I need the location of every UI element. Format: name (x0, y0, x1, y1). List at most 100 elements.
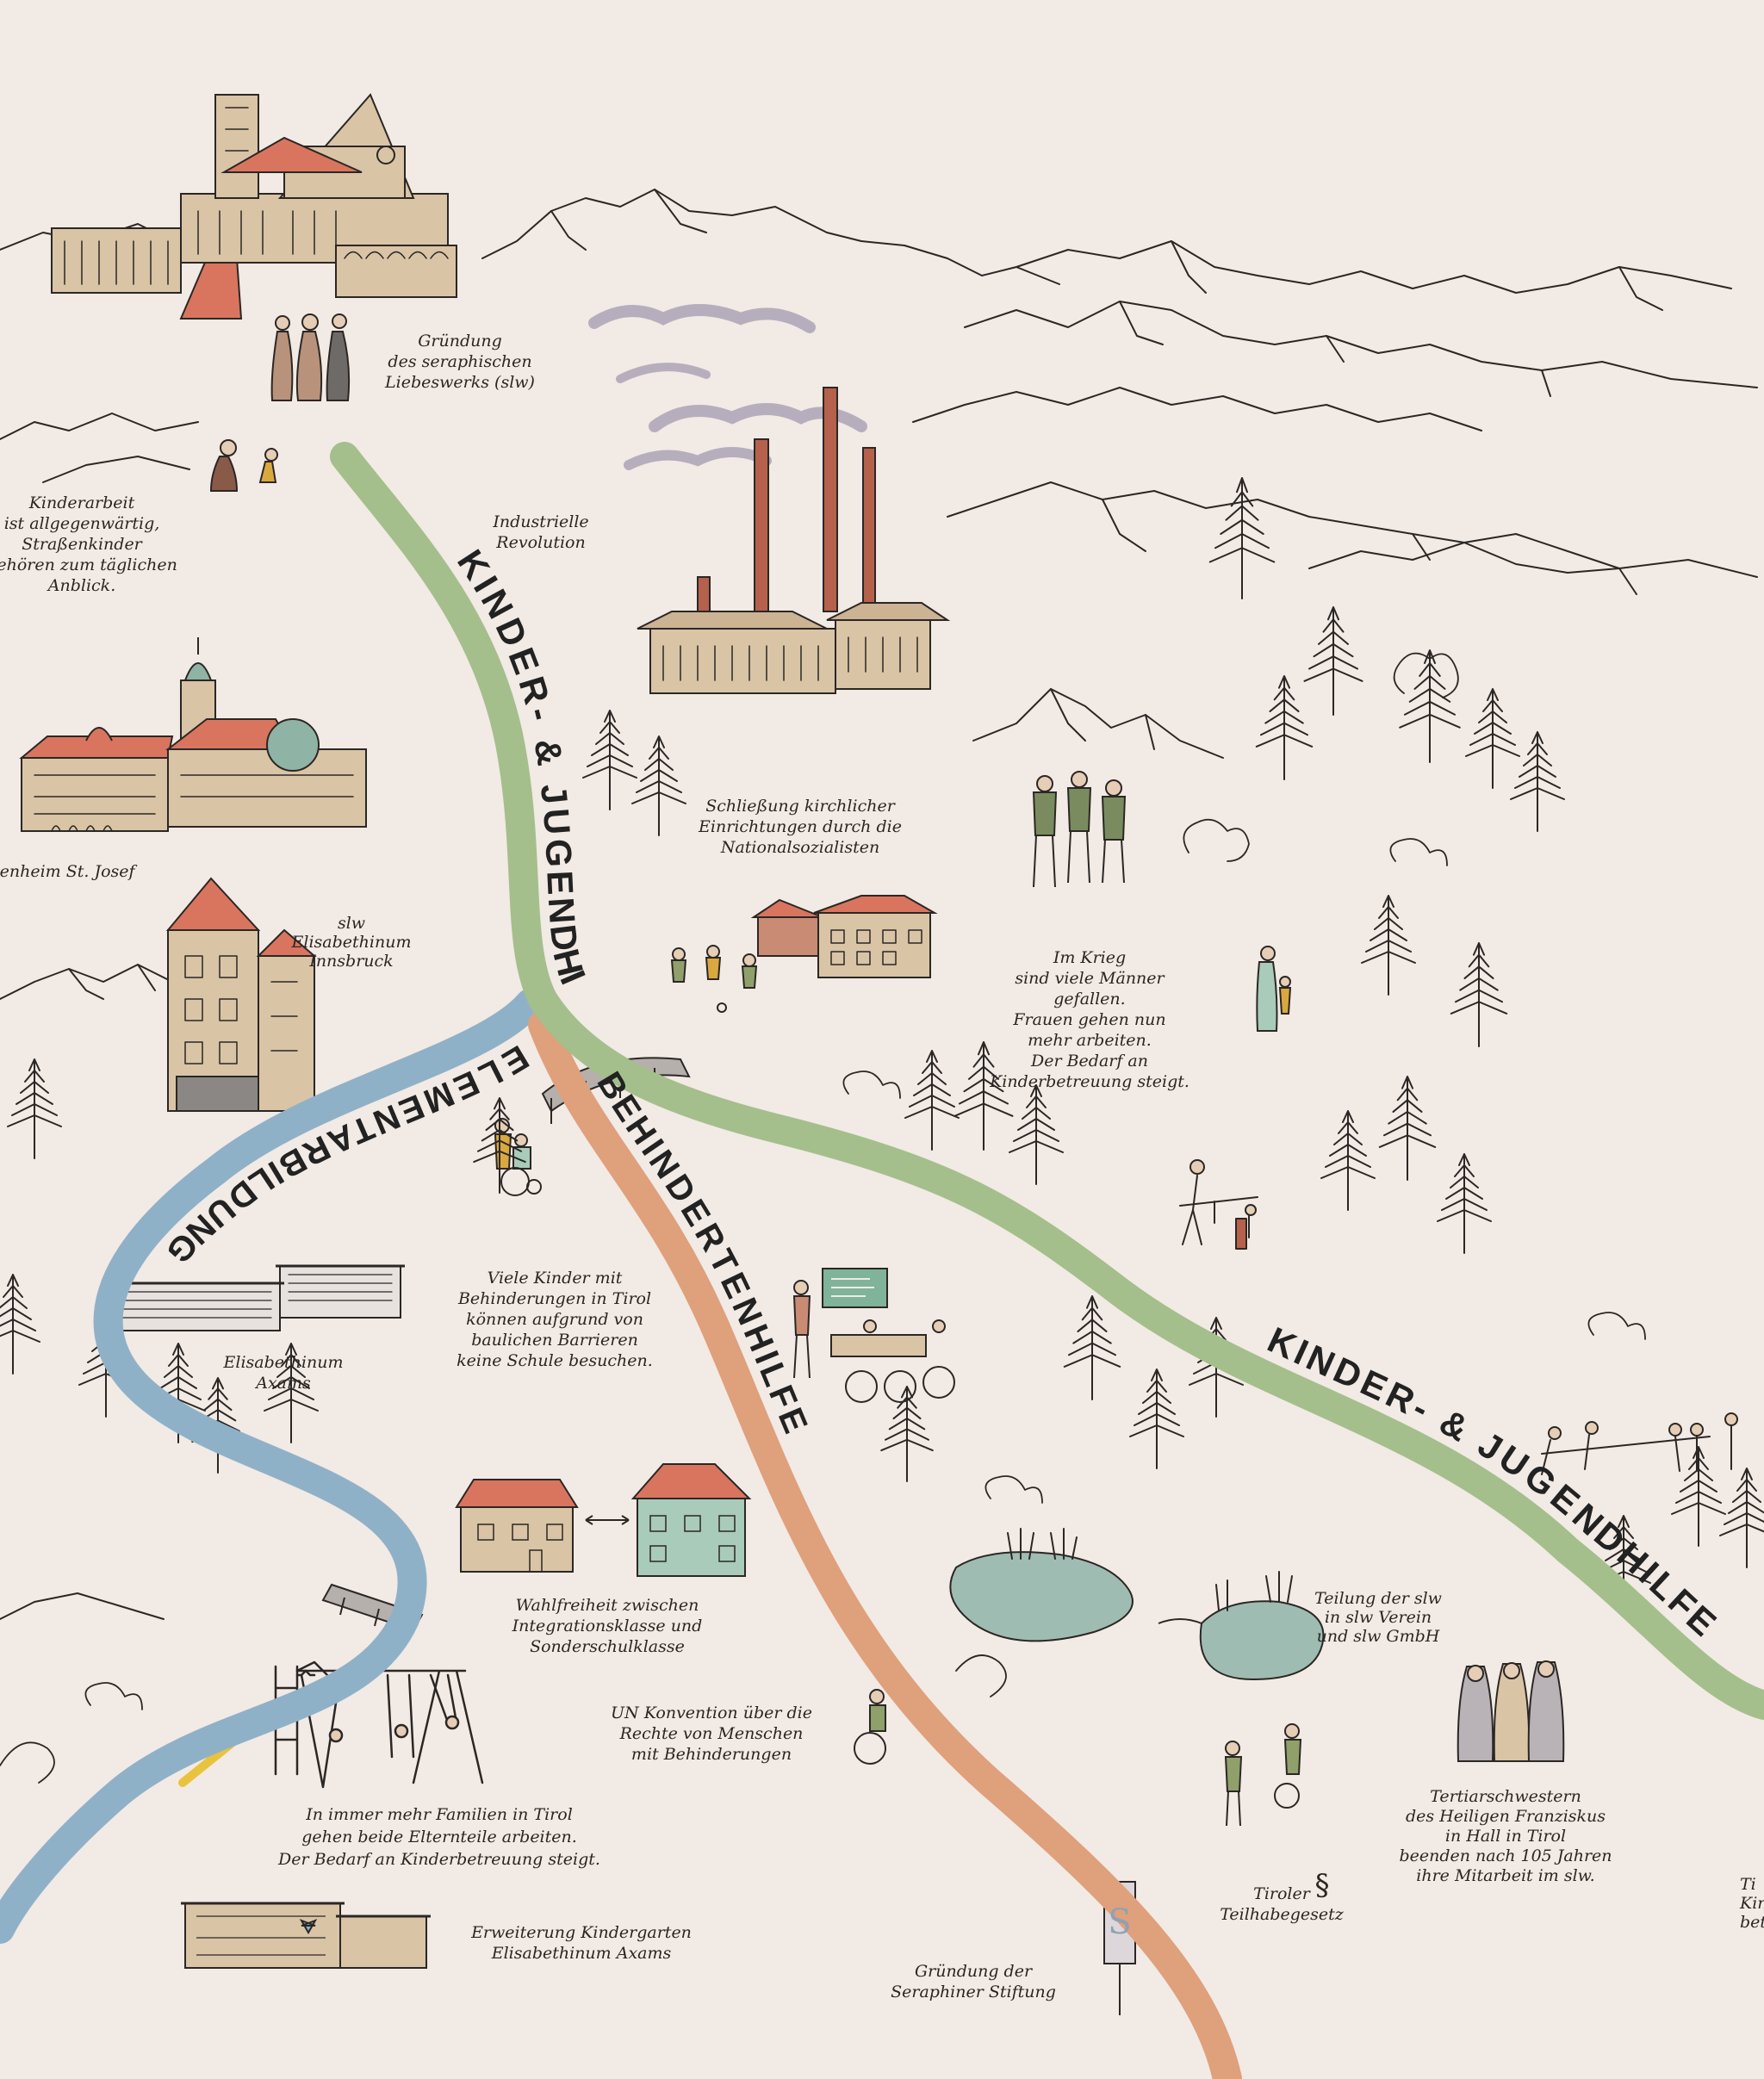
annotation-line: sind viele Männer (1015, 969, 1165, 988)
annotation-line: Viele Kinder mit (488, 1269, 623, 1288)
town-st-josef-illustration (19, 637, 367, 832)
annotation-line: gehen beide Elternteile arbeiten. (301, 1828, 577, 1846)
annotation-line: betr (1740, 1913, 1764, 1932)
annotation-line: baulichen Barrieren (471, 1331, 638, 1350)
pine-tree (473, 1097, 526, 1194)
pine-tree (1465, 688, 1520, 789)
annotation-line: Gründung der (915, 1962, 1034, 1981)
pine-tree (1450, 942, 1508, 1047)
annotation-line: Kinder (1739, 1894, 1764, 1913)
annotation-line: Kinderarbeit (28, 493, 135, 512)
stiftung-sign-letter: S (1108, 1902, 1131, 1942)
note-familien: In immer mehr Familien in Tirol gehen bei… (277, 1805, 600, 1869)
annotation-line: In immer mehr Familien in Tirol (305, 1805, 573, 1824)
nuns-figures (1457, 1660, 1565, 1762)
annotation-line: mit Behinderungen (631, 1745, 792, 1764)
annotation-line: des Heiligen Franziskus (1406, 1807, 1606, 1826)
school-axams-illustration (103, 1264, 405, 1331)
two-houses-illustration (455, 1463, 752, 1577)
annotation-line: Elisabethinum Axams (491, 1944, 672, 1963)
annotation-line: Einrichtungen durch die (698, 817, 902, 836)
pine-tree (1009, 1084, 1064, 1185)
note-edge-right: TiKinderbetr (1739, 1875, 1764, 1932)
annotation-line: keine Schule besuchen. (457, 1351, 653, 1370)
pine-tree (1208, 477, 1276, 599)
river-kinder-jugendhilfe-upper (330, 442, 557, 1014)
annotation-line: Schließung kirchlicher (705, 797, 896, 816)
annotation-line: slw (338, 914, 365, 933)
pine-tree (1063, 1295, 1121, 1400)
woman-with-child-figure (1256, 946, 1292, 1032)
annotation-line: des seraphischen (388, 352, 531, 371)
pine-tree (1671, 1446, 1726, 1547)
annotation-line: Anblick. (47, 576, 115, 595)
annotation-line: Tertiarschwestern (1430, 1787, 1581, 1806)
annotation-line: Elisabethinum (291, 933, 412, 952)
pine-tree (582, 710, 637, 810)
annotation-line: mehr arbeiten. (1028, 1031, 1152, 1050)
pine-tree (1719, 1468, 1764, 1568)
kindergarten-axams-illustration (181, 1902, 431, 1969)
annotation-line: Integrationsklasse und (512, 1617, 703, 1635)
pine-tree (1399, 649, 1461, 763)
annotation-line: Im Krieg (1053, 948, 1126, 967)
mountain-range-middle (0, 688, 1224, 1620)
pine-tree (7, 1058, 62, 1159)
annotation-line: Behinderungen in Tirol (457, 1289, 651, 1308)
annotation-line: Revolution (495, 533, 585, 552)
river-kinder-jugendhilfe-lower (528, 984, 1764, 1720)
wheelchair-figure-upper (494, 1118, 542, 1196)
annotation-line: UN Konvention über die (611, 1704, 812, 1722)
elisabethinum-innsbruck-illustration (165, 877, 317, 1112)
annotation-line: Gründung (418, 332, 502, 351)
family-figures (1224, 1723, 1302, 1827)
pine-tree (264, 1343, 319, 1443)
annotation-line: Frauen gehen nun (1012, 1010, 1165, 1029)
annotation-line: Teilung der slw (1314, 1589, 1442, 1608)
seesaw-figure (1179, 1159, 1258, 1250)
annotation-line: Tiroler (1253, 1884, 1312, 1903)
pine-trees (0, 477, 1764, 1616)
shrubs (0, 652, 1646, 1784)
pine-tree (1320, 1110, 1376, 1211)
annotation-line: Liebeswerks (slw) (384, 373, 535, 392)
annotation-line: Wahlfreiheit zwischen (516, 1596, 699, 1615)
paragraph-symbol: § (1315, 1868, 1330, 1902)
pine-tree (904, 1050, 960, 1151)
river-behindertenhilfe (528, 1010, 1242, 2079)
monastery-illustration (51, 93, 457, 320)
pine-tree (0, 1274, 40, 1375)
pine-tree (1361, 895, 1416, 996)
annotation-line: Erweiterung Kindergarten (470, 1923, 692, 1942)
annotation-line: Der Bedarf an Kinderbetreuung steigt. (277, 1850, 600, 1869)
children-playing-house-illustration (670, 895, 938, 1013)
annotation-line: Nationalsozialisten (720, 838, 879, 857)
annotation-line: in slw Verein (1325, 1608, 1432, 1627)
kinderarbeit-figures (209, 439, 278, 492)
pine-tree (953, 1041, 1014, 1151)
annotation-line: ist allgegenwärtig, (4, 514, 160, 533)
annotation-line: Seraphiner Stiftung (891, 1983, 1056, 2001)
annotation-line: Der Bedarf an (1030, 1052, 1148, 1071)
tug-of-war-figures (1541, 1412, 1738, 1475)
annotation-line: gehören zum täglichen (0, 555, 177, 574)
pond-illustration (949, 1528, 1325, 1681)
annotation-line: Industrielle (492, 512, 588, 531)
factory-illustration (588, 304, 951, 694)
annotation-line: Sonderschulklasse (530, 1637, 685, 1656)
annotation-line: Elisabethinum (223, 1353, 344, 1372)
soldiers-figures (1032, 771, 1127, 888)
pine-tree (1510, 731, 1565, 832)
annotation-line: Axams (254, 1374, 311, 1393)
annotation-line: und slw GmbH (1317, 1627, 1440, 1646)
annotation-line: in Hall in Tirol (1445, 1827, 1566, 1846)
